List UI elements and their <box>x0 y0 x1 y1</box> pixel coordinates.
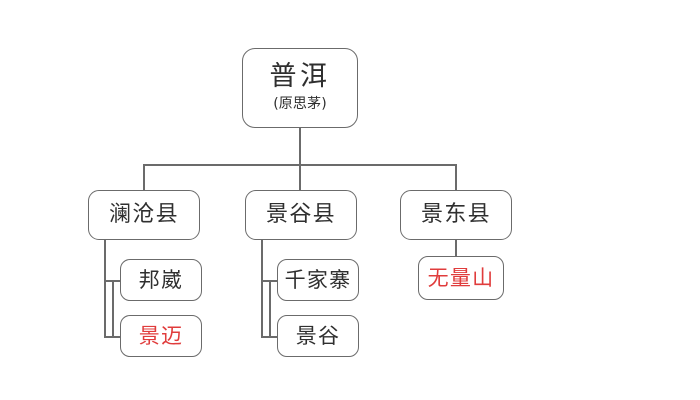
node-county-lancang[interactable]: 澜沧县 <box>88 190 200 240</box>
connector-trunk-jinggu <box>261 240 263 337</box>
node-leaf-jingmai[interactable]: 景迈 <box>120 315 202 357</box>
connector-drop-jingdong <box>455 164 457 191</box>
connector-drop-lancang <box>143 164 145 191</box>
connector-drop-wuliangshan <box>455 240 457 257</box>
node-leaf-qianjiazhai[interactable]: 千家寨 <box>277 259 359 301</box>
connector-drop-jinggu <box>299 164 301 191</box>
connector-root-stem <box>299 128 301 165</box>
node-root-puer[interactable]: 普洱 (原思茅) <box>242 48 358 128</box>
node-leaf-label: 景迈 <box>138 323 184 348</box>
node-leaf-label: 千家寨 <box>284 267 352 292</box>
node-leaf-wuliangshan[interactable]: 无量山 <box>418 256 504 300</box>
node-root-sublabel: (原思茅) <box>273 96 327 113</box>
connector-riser-lancang <box>112 280 114 336</box>
node-leaf-jinggu[interactable]: 景谷 <box>277 315 359 357</box>
connector-riser-jinggu <box>269 280 271 336</box>
node-leaf-bangwei[interactable]: 邦崴 <box>120 259 202 301</box>
connector-stub-qianjiazhai <box>261 280 278 282</box>
connector-stub-jinggu-leaf <box>261 336 278 338</box>
connector-stub-jingmai <box>104 336 121 338</box>
node-county-label: 澜沧县 <box>109 202 179 228</box>
node-county-label: 景东县 <box>421 202 491 228</box>
node-county-label: 景谷县 <box>266 202 336 228</box>
node-county-jinggu[interactable]: 景谷县 <box>245 190 357 240</box>
node-county-jingdong[interactable]: 景东县 <box>400 190 512 240</box>
node-leaf-label: 景谷 <box>295 323 341 348</box>
connector-stub-bangwei <box>104 280 121 282</box>
node-leaf-label: 邦崴 <box>138 267 184 292</box>
node-root-label: 普洱 <box>269 61 331 93</box>
node-leaf-label: 无量山 <box>427 265 495 290</box>
connector-trunk-lancang <box>104 240 106 337</box>
